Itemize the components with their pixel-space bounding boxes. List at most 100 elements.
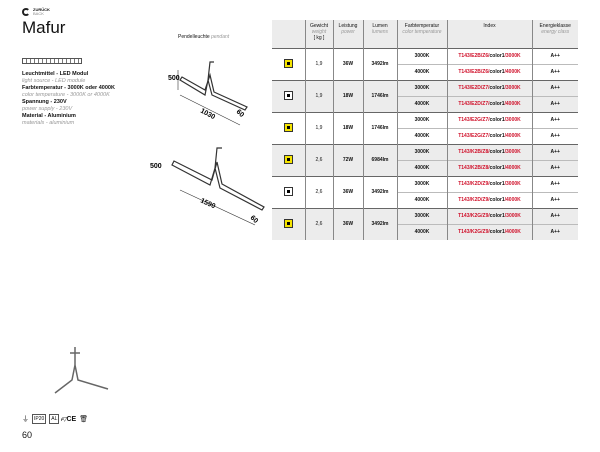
lumen-cell: 1746lm <box>363 111 398 144</box>
color-temp-cell: 4000K <box>397 191 448 208</box>
power-cell: 36W <box>333 175 364 208</box>
energy-cell: A++ <box>532 95 578 112</box>
energy-cell: A++ <box>532 159 578 176</box>
back-label: ZURÜCK <box>33 7 50 12</box>
weight-cell: 2,6 <box>305 207 334 240</box>
product-drawings: 500 1030 60 500 1590 60 <box>150 61 265 226</box>
dim-length-2: 1590 <box>199 197 216 210</box>
finish-swatch-icon[interactable] <box>283 154 293 164</box>
index-cell: T143/K2G/Z9/color1/4000K <box>447 223 533 240</box>
ce-mark-icon: CE <box>66 415 77 423</box>
dim-height-2: 500 <box>150 163 162 170</box>
finish-swatch-icon[interactable] <box>283 90 293 100</box>
certifications: ⏚ IP20 AL ▽F CE 🗑 <box>22 414 88 424</box>
dim-width-2: 60 <box>249 214 260 225</box>
weight-cell: 1,9 <box>305 111 334 144</box>
power-cell: 72W <box>333 143 364 176</box>
product-label-de: Pendelleuchte <box>178 34 210 40</box>
index-cell: T143/K2B/Z8/color1/4000K <box>447 159 533 176</box>
drawing-1 <box>177 61 248 126</box>
aluminium-icon: AL <box>49 414 60 424</box>
energy-cell: A++ <box>532 223 578 240</box>
color-temp-cell: 4000K <box>397 63 448 80</box>
color-temp-cell: 3000K <box>397 47 448 64</box>
color-temp-cell: 3000K <box>397 111 448 128</box>
power-cell: 36W <box>333 47 364 80</box>
power-cell: 18W <box>333 111 364 144</box>
table-row: 4000K T143/K2D/Z9/color1/4000K A++ <box>272 191 578 208</box>
product-photo <box>54 347 109 394</box>
lumen-cell: 1746lm <box>363 79 398 112</box>
drawing-2 <box>171 147 265 226</box>
power-cell: 36W <box>333 207 364 240</box>
energy-cell: A++ <box>532 111 578 128</box>
index-cell: T143/E2D/Z7/color1/4000K <box>447 95 533 112</box>
back-arrow-icon <box>22 8 30 16</box>
spec-label: Spannung - 230V <box>22 99 67 105</box>
weee-bin-icon: 🗑 <box>79 416 89 423</box>
weight-cell: 1,9 <box>305 47 334 80</box>
weight-cell: 1,9 <box>305 79 334 112</box>
spec-label: Leuchtmittel - LED Modul <box>22 71 89 77</box>
dim-length-1: 1030 <box>199 108 216 122</box>
lumen-cell: 3492lm <box>363 47 398 80</box>
spec-label: Farbtemperatur - 3000K oder 4000K <box>22 85 115 91</box>
index-cell: T143/E2B/Z6/color1/4000K <box>447 63 533 80</box>
color-temp-cell: 4000K <box>397 127 448 144</box>
index-cell: T143/E2G/Z7/color1/3000K <box>447 111 533 128</box>
index-cell: T143/K2B/Z8/color1/3000K <box>447 143 533 160</box>
spec-label-en: light source - LED module <box>22 78 86 84</box>
dim-height-1: 500 <box>168 75 180 82</box>
col-index: Index <box>447 20 533 48</box>
color-temp-cell: 4000K <box>397 223 448 240</box>
table-row: 4000K T143/E2B/Z6/color1/4000K A++ <box>272 63 578 80</box>
ground-icon: ⏚ <box>22 416 29 423</box>
scale-bar <box>22 58 82 64</box>
index-cell: T143/E2D/Z7/color1/3000K <box>447 79 533 96</box>
page-number: 60 <box>22 430 33 440</box>
table-row: 4000K T143/K2G/Z9/color1/4000K A++ <box>272 223 578 240</box>
col-swatch <box>272 20 306 48</box>
finish-swatch-icon[interactable] <box>283 218 293 228</box>
ip-rating-icon: IP20 <box>32 414 47 424</box>
energy-cell: A++ <box>532 63 578 80</box>
color-temp-cell: 3000K <box>397 207 448 224</box>
page-title: Mafur <box>22 18 66 37</box>
index-cell: T143/K2G/Z9/color1/3000K <box>447 207 533 224</box>
product-label: Pendelleuchte pendant <box>178 34 229 40</box>
color-temp-cell: 4000K <box>397 95 448 112</box>
table-row: 4000K T143/E2G/Z7/color1/4000K A++ <box>272 127 578 144</box>
energy-cell: A++ <box>532 47 578 64</box>
lumen-cell: 6984lm <box>363 143 398 176</box>
lumen-cell: 3492lm <box>363 207 398 240</box>
weight-cell: 2,6 <box>305 143 334 176</box>
back-sub-label: BACK <box>33 11 44 16</box>
color-swatch-cell <box>272 111 306 144</box>
color-swatch-cell <box>272 47 306 80</box>
color-swatch-cell <box>272 207 306 240</box>
finish-swatch-icon[interactable] <box>283 58 293 68</box>
f-mark-icon: ▽F <box>61 416 68 423</box>
finish-swatch-icon[interactable] <box>283 122 293 132</box>
energy-cell: A++ <box>532 207 578 224</box>
spec-label-en: color temperature - 3000K or 4000K <box>22 92 110 98</box>
color-temp-cell: 4000K <box>397 159 448 176</box>
finish-swatch-icon[interactable] <box>283 186 293 196</box>
energy-cell: A++ <box>532 191 578 208</box>
lumen-cell: 3492lm <box>363 175 398 208</box>
table-row: 4000K T143/K2B/Z8/color1/4000K A++ <box>272 159 578 176</box>
color-swatch-cell <box>272 79 306 112</box>
energy-cell: A++ <box>532 79 578 96</box>
